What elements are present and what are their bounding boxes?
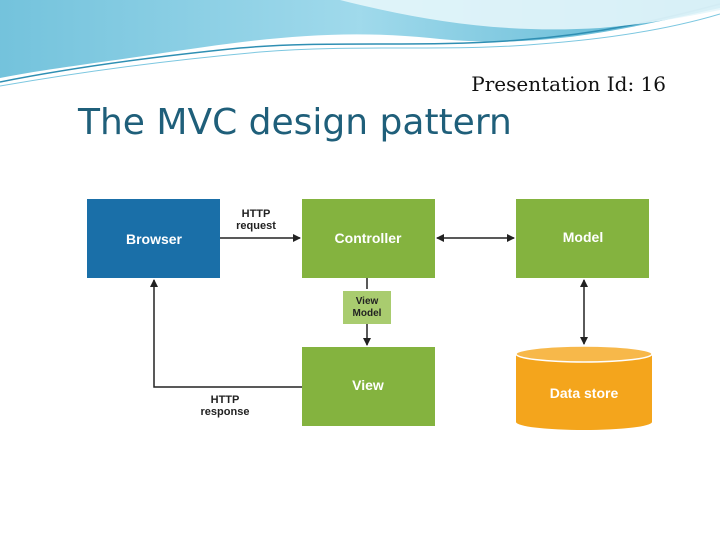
presentation-id: Presentation Id: 16 [471, 72, 666, 96]
view-label: View [352, 377, 384, 393]
view-model-label-line2: Model [353, 308, 382, 319]
data-store-cylinder [515, 345, 653, 430]
http-response-arrow [150, 279, 302, 388]
model-box [516, 199, 649, 278]
controller-box [302, 199, 435, 278]
http-response-label-line1: HTTP [211, 394, 240, 406]
http-request-label-line2: request [236, 220, 276, 232]
data-store-label: Data store [550, 385, 619, 401]
view-box [302, 347, 435, 426]
http-response-label-line2: response [201, 406, 250, 418]
header-wave-decoration [0, 0, 720, 87]
view-model-box [343, 291, 391, 324]
browser-label: Browser [126, 231, 183, 247]
model-label: Model [563, 229, 603, 245]
view-model-label-line1: View [356, 296, 379, 307]
controller-label: Controller [335, 230, 402, 246]
browser-box [87, 199, 220, 278]
slide-title: The MVC design pattern [78, 102, 512, 143]
http-request-label-line1: HTTP [242, 208, 271, 220]
